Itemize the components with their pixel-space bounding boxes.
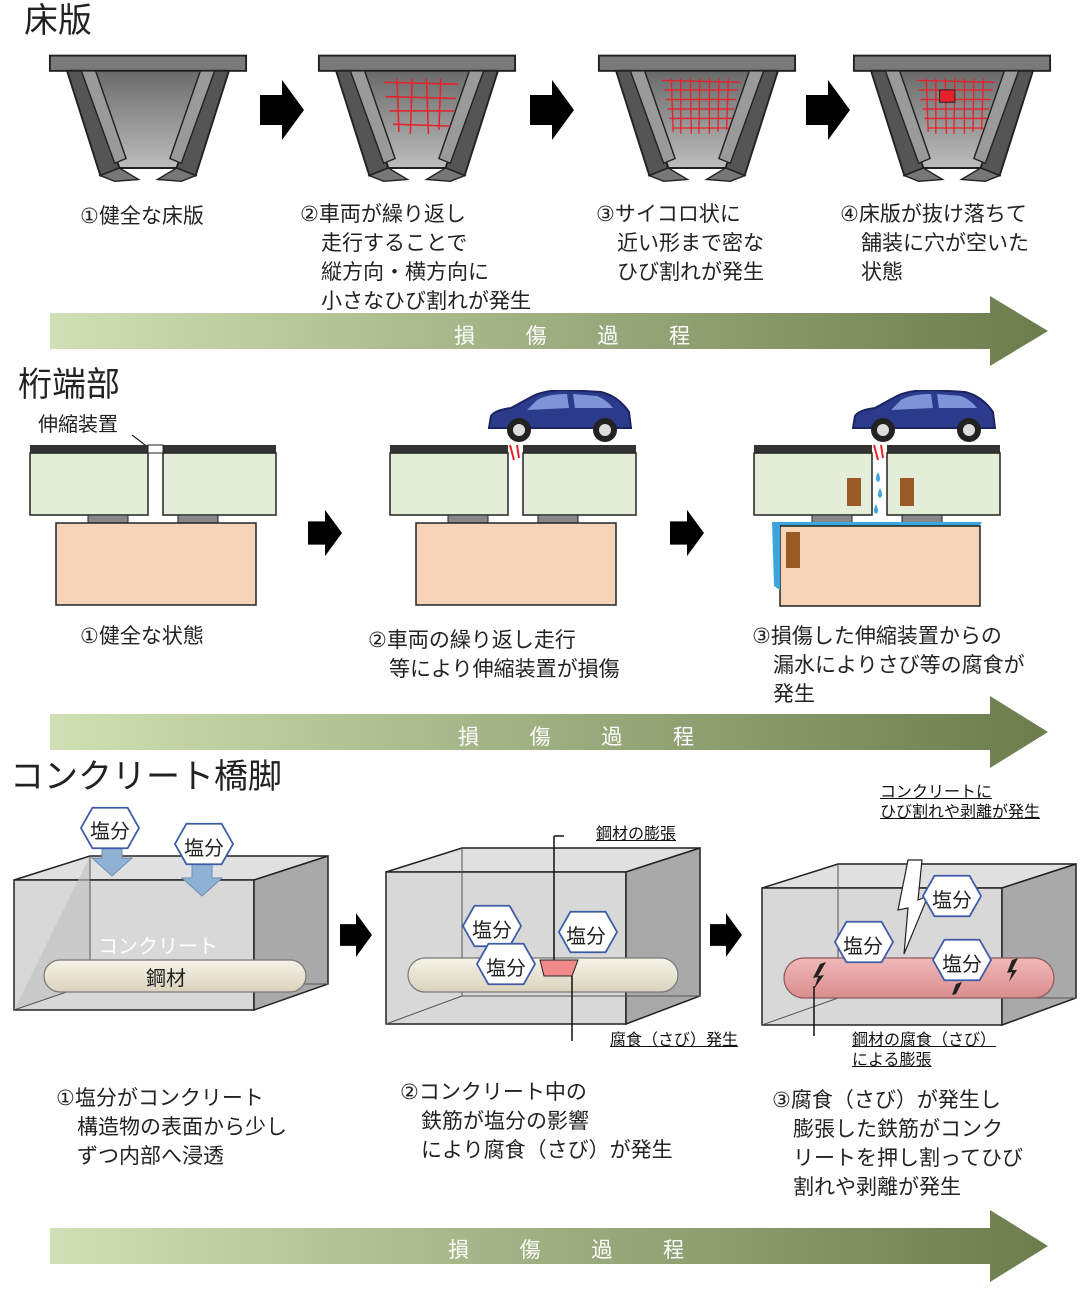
section-title-concrete-pier: コンクリート橋脚	[10, 757, 282, 797]
step-arrow-icon	[260, 80, 304, 140]
process-arrow	[50, 1210, 1048, 1282]
process-arrow-label: 損 傷 過 程	[454, 324, 713, 348]
girder-caption-1: ①健全な状態	[80, 624, 204, 648]
girder-damaged-joint-illustration	[389, 390, 637, 606]
deck-healthy-illustration	[48, 48, 248, 188]
salt-label: 塩分	[843, 934, 883, 958]
salt-label: 塩分	[90, 819, 130, 843]
step-arrow-icon	[340, 912, 372, 958]
salt-label: 塩分	[932, 888, 972, 912]
steel-label: 鋼材	[146, 966, 186, 990]
callout-steel-expansion: 鋼材の膨張	[596, 824, 677, 843]
callout-corrosion-occurs: 腐食（さび）発生	[610, 1030, 739, 1049]
pier-cracking-illustration	[761, 859, 1077, 1036]
concrete-label: コンクリート	[98, 934, 218, 958]
salt-label: 塩分	[942, 952, 982, 976]
step-arrow-icon	[806, 80, 850, 140]
pier-caption-3: ③腐食（さび）が発生し 膨張した鉄筋がコンク リートを押し割ってひび 割れや剥離…	[772, 1088, 1023, 1199]
process-arrow	[50, 696, 1048, 768]
deck-dense-cracks-illustration	[597, 48, 797, 188]
pier-salt-penetration-illustration	[13, 843, 329, 1012]
salt-label: 塩分	[566, 924, 606, 948]
section-title-girder-end: 桁端部	[18, 365, 120, 405]
callout-rust-expansion: 鋼材の腐食（さび） による膨張	[852, 1030, 997, 1069]
deck-punch-through-illustration	[852, 48, 1052, 188]
deck-caption-4: ④床版が抜け落ちて 舗装に穴が空いた 状態	[840, 202, 1029, 284]
step-arrow-icon	[710, 912, 742, 958]
step-arrow-icon	[530, 80, 574, 140]
step-arrow-icon	[308, 508, 342, 558]
salt-label: 塩分	[184, 836, 224, 860]
deck-caption-3: ③サイコロ状に 近い形まで密な ひび割れが発生	[596, 202, 764, 284]
section-title-deck: 床版	[24, 1, 92, 41]
deck-caption-1: ①健全な床版	[80, 204, 204, 228]
pier-caption-2: ②コンクリート中の 鉄筋が塩分の影響 により腐食（さび）が発生	[400, 1080, 673, 1162]
deck-small-cracks-illustration	[317, 48, 517, 188]
salt-label: 塩分	[486, 956, 526, 980]
process-arrow-label: 損 傷 過 程	[448, 1238, 707, 1262]
step-arrow-icon	[670, 508, 704, 558]
girder-corrosion-illustration	[753, 390, 1001, 607]
girder-caption-2: ②車両の繰り返し走行 等により伸縮装置が損傷	[368, 628, 620, 681]
girder-caption-3: ③損傷した伸縮装置からの 漏水によりさび等の腐食が 発生	[752, 624, 1025, 706]
expansion-joint-label: 伸縮装置	[38, 412, 118, 436]
process-arrow	[50, 296, 1048, 366]
pier-caption-1: ①塩分がコンクリート 構造物の表面から少し ずつ内部へ浸透	[56, 1086, 287, 1168]
salt-label: 塩分	[472, 918, 512, 942]
deck-caption-2: ②車両が繰り返し 走行することで 縦方向・横方向に 小さなひび割れが発生	[300, 202, 531, 313]
callout-concrete-cracking: コンクリートに ひび割れや剥離が発生	[880, 782, 1041, 821]
process-arrow-label: 損 傷 過 程	[458, 725, 717, 749]
girder-healthy-illustration	[29, 434, 277, 606]
pier-rebar-corrosion-illustration	[385, 835, 701, 1041]
